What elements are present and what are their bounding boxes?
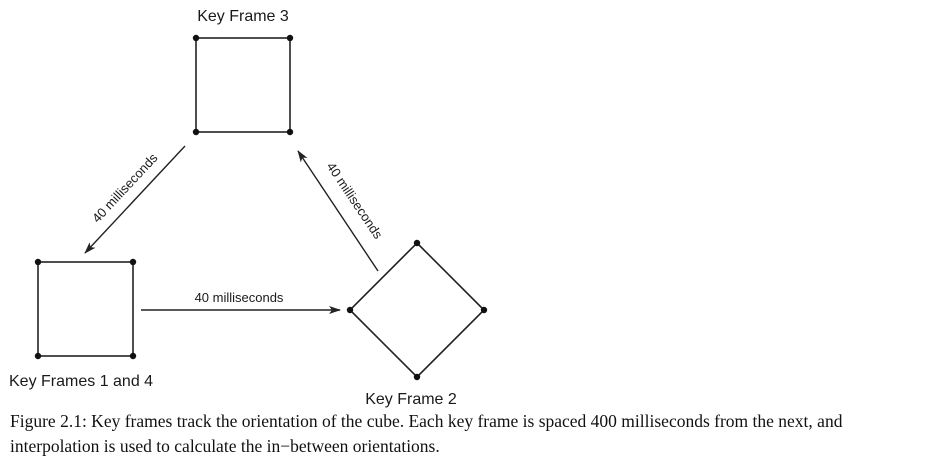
key-frame-3: Key Frame 3 xyxy=(192,8,294,136)
arrow-duration-label: 40 milliseconds xyxy=(89,150,161,226)
vertex-dot xyxy=(346,306,354,314)
vertex-dot xyxy=(286,34,294,42)
key-frame-3-label: Key Frame 3 xyxy=(197,8,289,25)
vertex-dot xyxy=(413,373,421,381)
vertex-dot xyxy=(129,258,137,266)
vertex-dot xyxy=(192,128,200,136)
vertex-dot xyxy=(34,352,42,360)
key-frame-2: Key Frame 2 xyxy=(346,239,488,408)
key-frame-3-square xyxy=(195,37,291,133)
vertex-dot xyxy=(192,34,200,42)
key-frames-1-and-4: Key Frames 1 and 4 xyxy=(9,258,153,390)
arrow-frame2-to-frame3: 40 milliseconds xyxy=(297,150,386,272)
key-frames-1-and-4-label: Key Frames 1 and 4 xyxy=(9,373,153,390)
vertex-dot xyxy=(129,352,137,360)
vertex-dot xyxy=(480,306,488,314)
key-frame-2-label: Key Frame 2 xyxy=(365,391,457,408)
key-frame-2-diamond xyxy=(348,241,486,379)
vertex-dot xyxy=(286,128,294,136)
arrow-duration-label: 40 milliseconds xyxy=(324,159,386,241)
vertex-dot xyxy=(34,258,42,266)
arrow-frame14-to-frame2: 40 milliseconds xyxy=(141,290,341,314)
arrow-duration-label: 40 milliseconds xyxy=(195,290,284,305)
key-frames-1-and-4-square xyxy=(37,261,134,357)
arrow-line xyxy=(84,145,186,254)
vertex-dot xyxy=(413,239,421,247)
figure-caption: Figure 2.1: Key frames track the orienta… xyxy=(10,411,843,456)
arrow-line xyxy=(297,150,379,272)
arrow-frame3-to-frame14: 40 milliseconds xyxy=(84,145,186,254)
